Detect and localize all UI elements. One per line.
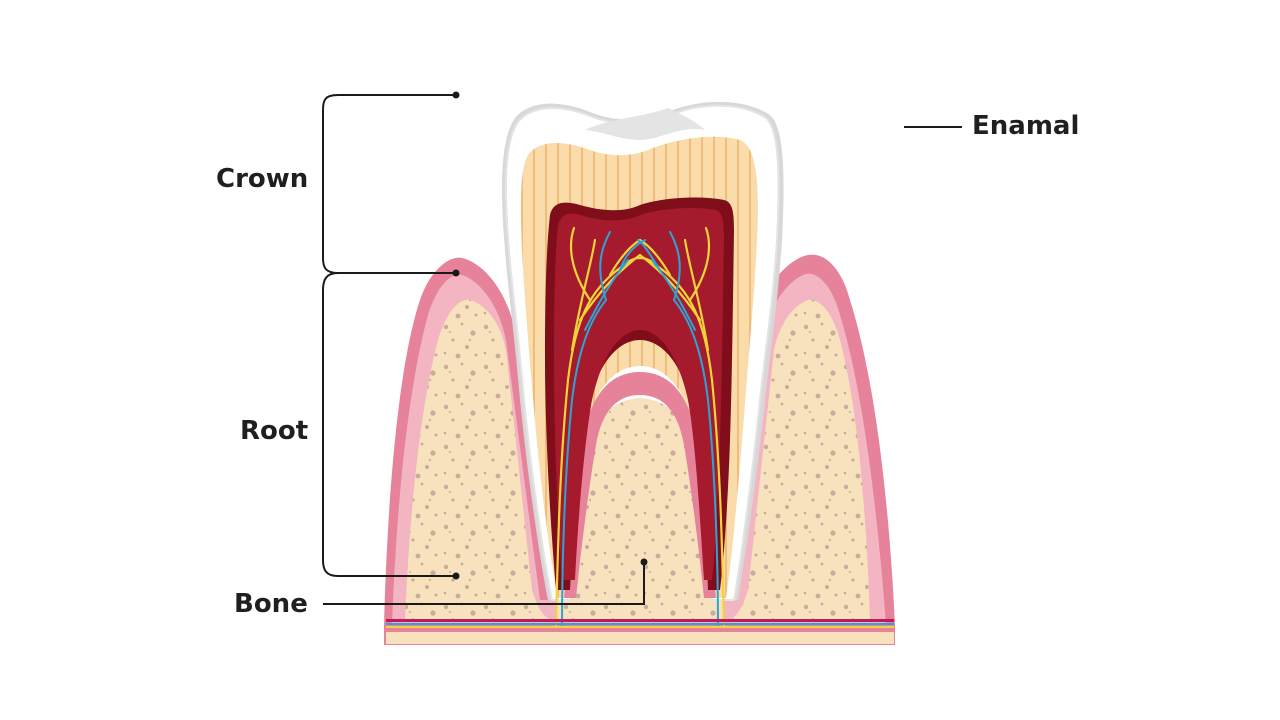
crown-bracket: [322, 94, 456, 274]
pulp: [554, 207, 724, 580]
bone-middle: [555, 398, 725, 620]
enamel-top-shade: [585, 108, 705, 140]
bone-left: [405, 299, 555, 620]
tooth: [502, 101, 784, 627]
root-label: Root: [240, 416, 309, 446]
enamel-label: Enamal: [972, 111, 1080, 141]
bone-right: [725, 299, 870, 620]
blood-vessels: [561, 231, 719, 626]
bone-label: Bone: [234, 589, 308, 619]
base-stripes: [386, 619, 894, 644]
crown-label: Crown: [216, 164, 309, 194]
leader-dots: [452, 91, 648, 580]
bone-leader: [323, 562, 645, 605]
root-bracket: [322, 272, 456, 577]
leader-lines: [322, 94, 962, 605]
